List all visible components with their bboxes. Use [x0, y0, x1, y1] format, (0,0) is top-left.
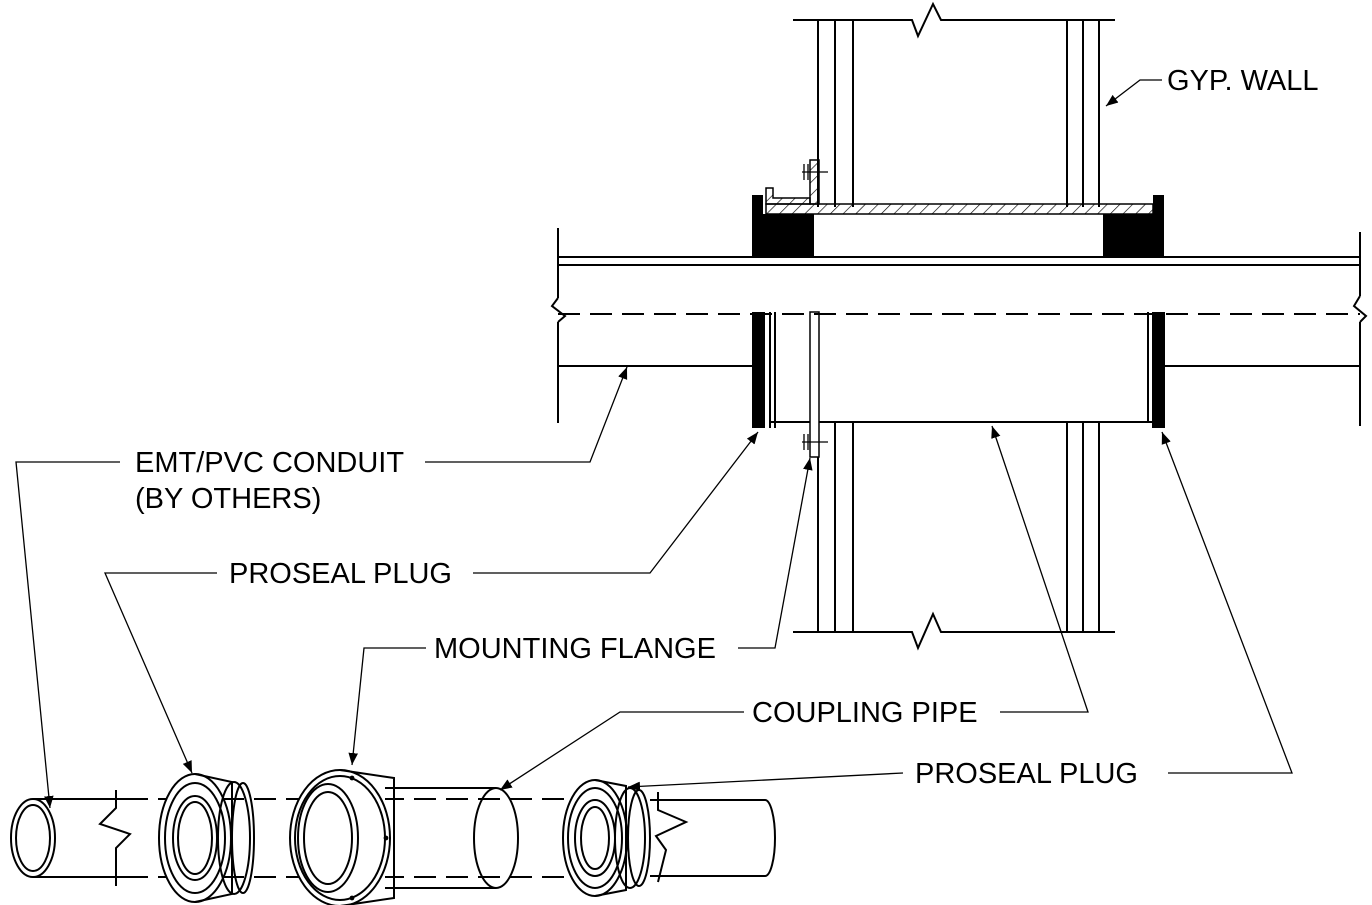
label-conduit-line1: EMT/PVC CONDUIT [135, 447, 404, 479]
leader-lines [15, 79, 1293, 809]
label-coupling-pipe: COUPLING PIPE [752, 697, 978, 729]
label-conduit-line2: (BY OTHERS) [135, 483, 321, 515]
proseal-plug-left [158, 773, 255, 903]
proseal-plug-right [562, 779, 651, 897]
gyp-wall [793, 1, 1115, 651]
label-proseal-plug-bottom: PROSEAL PLUG [915, 758, 1138, 790]
conduit-section [550, 228, 1368, 426]
proseal-plug-section [752, 195, 1165, 428]
label-proseal-plug-top: PROSEAL PLUG [229, 558, 452, 590]
mounting-flange-section [765, 159, 1154, 458]
conduit-piece-right [650, 792, 776, 883]
mounting-flange-coupling [289, 769, 519, 905]
conduit-piece-left [10, 790, 132, 886]
label-gyp-wall: GYP. WALL [1167, 65, 1319, 97]
exploded-view [10, 769, 776, 905]
label-mounting-flange: MOUNTING FLANGE [434, 633, 716, 665]
